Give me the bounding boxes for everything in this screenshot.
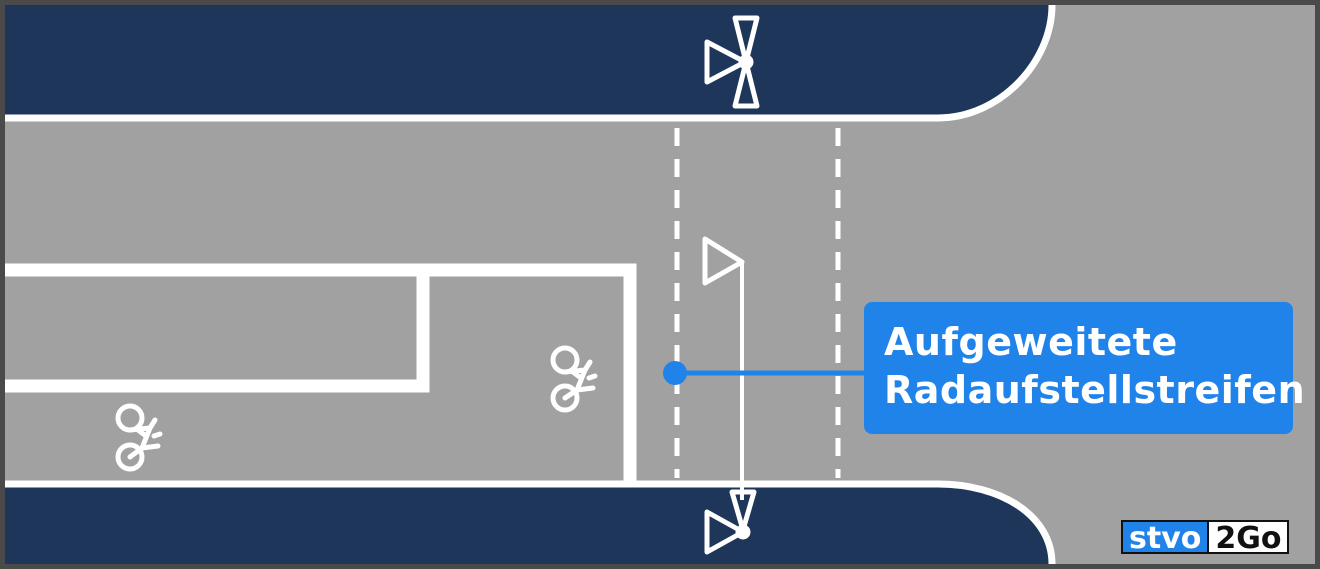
logo-part-2: 2Go	[1207, 520, 1290, 556]
brand-logo: stvo 2Go	[1121, 520, 1305, 556]
traffic-light-icon	[702, 236, 745, 286]
sidewalk-bottom	[5, 484, 1052, 564]
traffic-light-icon	[704, 15, 760, 109]
curb-bottom	[5, 480, 1056, 565]
callout-label: Aufgeweitete Radaufstellstreifen	[864, 302, 1306, 434]
bicycle-icon	[115, 403, 163, 472]
callout-line-2: Radaufstellstreifen	[884, 368, 1306, 412]
lane-divider-marking	[5, 263, 637, 484]
callout-line-1: Aufgeweitete	[884, 320, 1178, 364]
sidewalk-top	[5, 5, 1052, 118]
curb-top	[5, 4, 1056, 122]
callout-pointer-dot	[663, 361, 687, 385]
bicycle-icon	[550, 345, 598, 413]
traffic-light-icon	[704, 489, 757, 555]
logo-part-1: stvo	[1121, 520, 1208, 556]
